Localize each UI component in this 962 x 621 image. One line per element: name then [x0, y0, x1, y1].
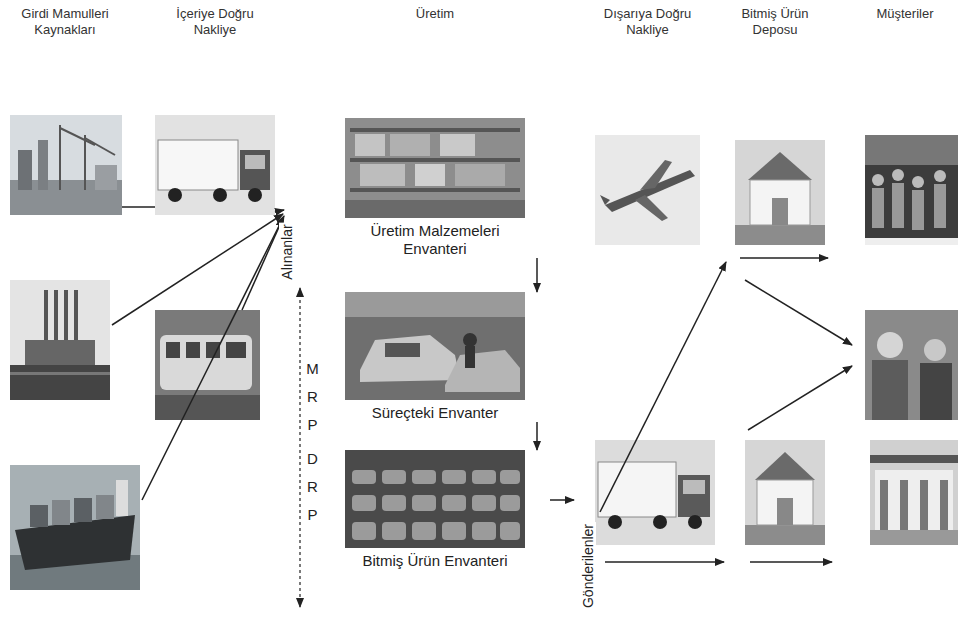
- column-heading: Müşteriler: [860, 6, 950, 22]
- assembly-line-photo: [345, 292, 525, 400]
- inventory-caption: Üretim Malzemeleri Envanteri: [345, 218, 525, 258]
- inventory-caption: Süreçteki Envanter: [345, 400, 525, 422]
- warehouse-photo: [745, 440, 825, 545]
- inventory-box: Üretim Malzemeleri Envanteri: [345, 118, 545, 258]
- column-heading: İçeriye Doğru Nakliye: [160, 6, 270, 37]
- flow-line: [112, 207, 284, 500]
- column-heading: Girdi Mamulleri Kaynakları: [5, 6, 125, 37]
- truck-photo: [155, 115, 275, 215]
- inventory-caption: Bitmiş Ürün Envanteri: [345, 548, 525, 570]
- ship-photo: [10, 465, 140, 590]
- column-heading: Bitmiş Ürün Deposu: [725, 6, 825, 37]
- column-heading: Üretim: [385, 6, 485, 22]
- planning-label: MRP: [305, 355, 320, 439]
- warehouse-photo: [735, 140, 825, 245]
- mrp-drp-span: [299, 288, 300, 607]
- plane-photo: [595, 135, 700, 245]
- store-photo: [870, 440, 958, 545]
- flow-arrow: [536, 422, 538, 450]
- port-photo: [10, 115, 122, 215]
- column-heading: Dışarıya Doğru Nakliye: [590, 6, 705, 37]
- inventory-box: Bitmiş Ürün Envanteri: [345, 450, 545, 570]
- flow-label: Alınanlar: [279, 222, 295, 281]
- inventory-box: Süreçteki Envanter: [345, 292, 545, 422]
- truck-photo: [595, 440, 715, 545]
- flow-line: [550, 258, 852, 562]
- crowd-photo: [865, 135, 958, 245]
- people-photo: [865, 310, 958, 420]
- warehouse-shelves-photo: [345, 118, 525, 218]
- power-plant-photo: [10, 280, 110, 400]
- flow-arrow: [536, 258, 538, 292]
- train-photo: [155, 310, 260, 420]
- car-lot-photo: [345, 450, 525, 548]
- flow-label: Gönderilenler: [580, 522, 596, 610]
- planning-label: DRP: [305, 445, 320, 529]
